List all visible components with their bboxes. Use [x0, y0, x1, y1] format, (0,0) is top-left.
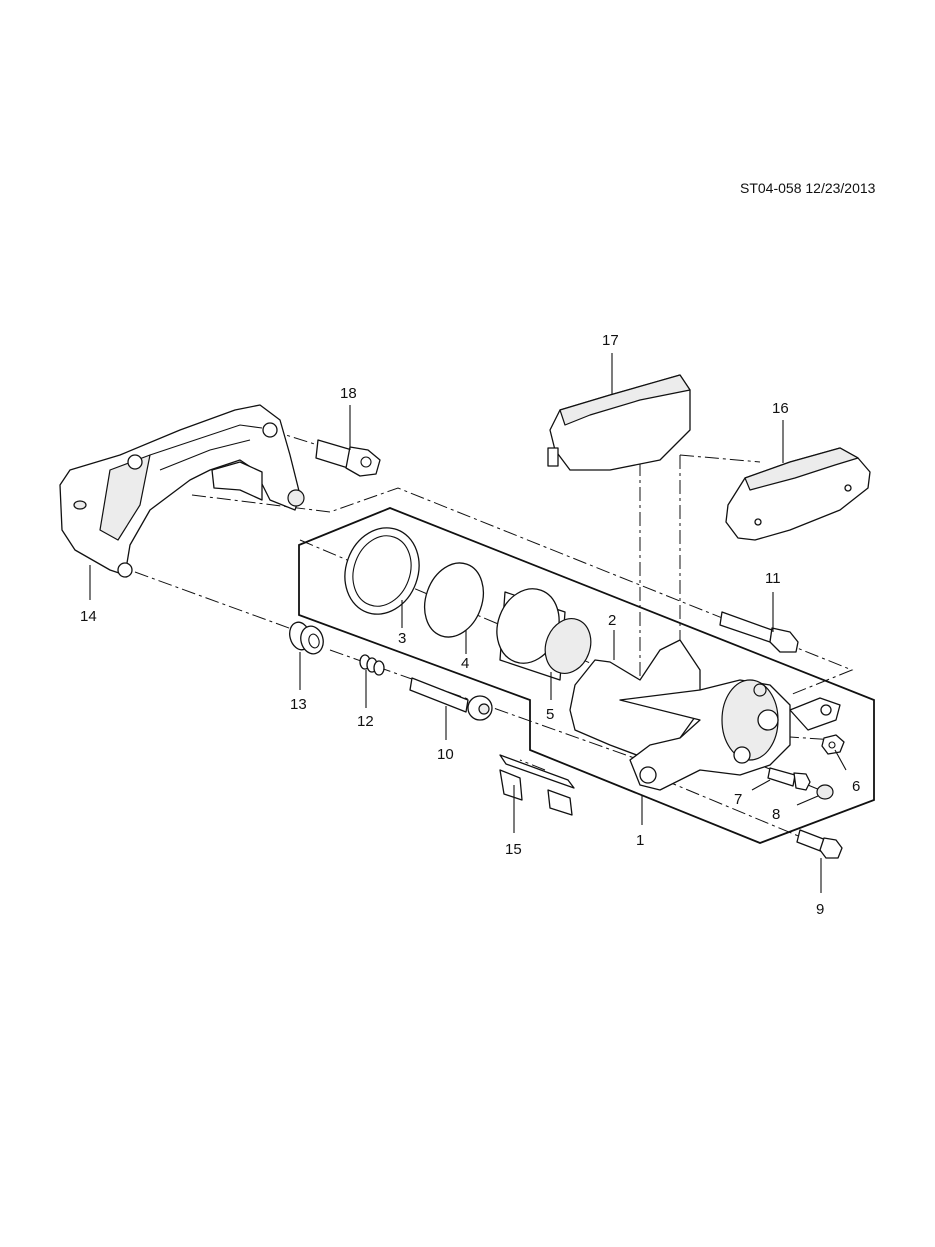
callout-8: 8 [772, 806, 780, 823]
callout-3: 3 [398, 630, 406, 647]
mounting-bolt [796, 829, 843, 859]
callout-5: 5 [546, 706, 554, 723]
callout-1: 1 [636, 832, 644, 849]
caliper-bracket [59, 404, 305, 578]
caliper-piston [496, 588, 592, 681]
outer-brake-pad [547, 374, 691, 471]
piston-dust-boot [344, 527, 420, 615]
guide-pin [409, 677, 493, 721]
pad-retainer-clips [499, 754, 575, 816]
guide-pin-boot [289, 621, 324, 655]
caliper-assembly-boundary [298, 507, 875, 844]
bleeder-valve [767, 767, 811, 791]
callout-17: 17 [602, 332, 619, 349]
callout-13: 13 [290, 696, 307, 713]
callout-9: 9 [816, 901, 824, 918]
callout-18: 18 [340, 385, 357, 402]
bleeder-valve-cap [816, 784, 834, 800]
callout-6: 6 [852, 778, 860, 795]
document-id: ST04-058 12/23/2013 [740, 180, 876, 196]
inner-brake-pad [725, 447, 871, 541]
leader-lines [89, 353, 847, 893]
callout-2: 2 [608, 612, 616, 629]
guide-pin-small-boot [359, 654, 385, 676]
caliper-housing [569, 639, 841, 791]
callout-7: 7 [734, 791, 742, 808]
callout-10: 10 [437, 746, 454, 763]
callout-15: 15 [505, 841, 522, 858]
bracket-bolt [315, 439, 381, 477]
piston-seal [424, 562, 484, 638]
callout-11: 11 [765, 570, 781, 587]
bleeder-cap [821, 734, 845, 755]
bleeder-bolt [719, 611, 799, 653]
callout-4: 4 [461, 655, 469, 672]
callout-16: 16 [772, 400, 789, 417]
callout-14: 14 [80, 608, 97, 625]
callout-12: 12 [357, 713, 374, 730]
